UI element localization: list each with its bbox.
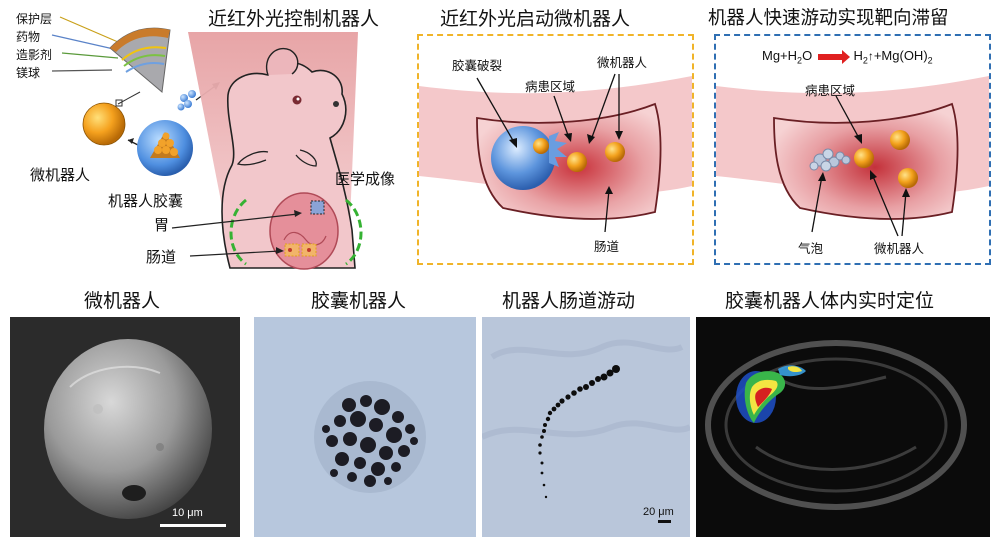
sem-image: 10 μm [10,317,240,537]
layer-label-contrast: 造影剂 [16,48,53,62]
panel3-title: 机器人快速游动实现靶向滞留 [708,8,949,29]
panel2-frame [417,34,694,265]
bottom-title-intestine-swim: 机器人肠道游动 [502,290,636,312]
label-lesion-area-2: 病患区域 [525,79,576,94]
panel3-illustration [716,76,989,237]
reaction-mgoh-subscript: 2 [927,55,933,66]
scale-label-10um: 10 μm [172,507,203,519]
scale-bar-10um [160,524,226,527]
layer-label-mg-sphere: 镁球 [16,66,41,80]
label-intestine-2: 肠道 [594,239,620,254]
reaction-reactants: Mg+H [762,48,798,63]
label-stomach: 胃 [154,216,170,234]
microrobot-ball [82,102,126,146]
panel2-title: 近红外光启动微机器人 [440,8,631,30]
label-microrobot: 微机器人 [30,166,91,184]
reaction-h2: H [853,48,863,63]
panel1-title: 近红外光控制机器人 [208,8,380,30]
capsule-robot-image [254,317,476,537]
layer-label-drug: 药物 [16,30,41,44]
gas-up-arrow-icon: ↑ [867,49,874,63]
label-robot-capsule: 机器人胶囊 [108,192,184,210]
reaction-equation: Mg+H2O H2↑+Mg(OH)2 [762,48,933,66]
label-intestine: 肠道 [146,248,177,266]
bottom-title-realtime-location: 胶囊机器人体内实时定位 [725,290,935,312]
panel2-illustration [419,73,692,233]
label-medical-imaging: 医学成像 [335,170,396,188]
panel3-frame [714,34,991,265]
label-microrobot-3: 微机器人 [874,241,925,256]
label-lesion-area-3: 病患区域 [805,83,856,98]
reaction-o: O [802,48,813,63]
bottom-title-microrobot: 微机器人 [84,290,161,312]
bottom-title-capsule-robot: 胶囊机器人 [311,290,407,312]
reaction-products: +Mg(OH) [873,48,928,63]
reaction-h2o-subscript: 2 [797,55,803,66]
reaction-h2-subscript: 2 [862,55,868,66]
reaction-arrow-icon [817,49,850,64]
label-microrobot-2: 微机器人 [597,55,648,70]
scale-bar-20um [658,520,671,523]
scale-label-20um: 20 μm [643,506,674,518]
in-vivo-location-image [696,317,990,537]
label-bubble: 气泡 [798,241,824,256]
label-capsule-rupture: 胶囊破裂 [452,58,503,73]
intestine-swim-image: 20 μm [482,317,690,537]
panel1-illustration [51,16,363,270]
layer-label-protective: 保护层 [16,12,53,26]
